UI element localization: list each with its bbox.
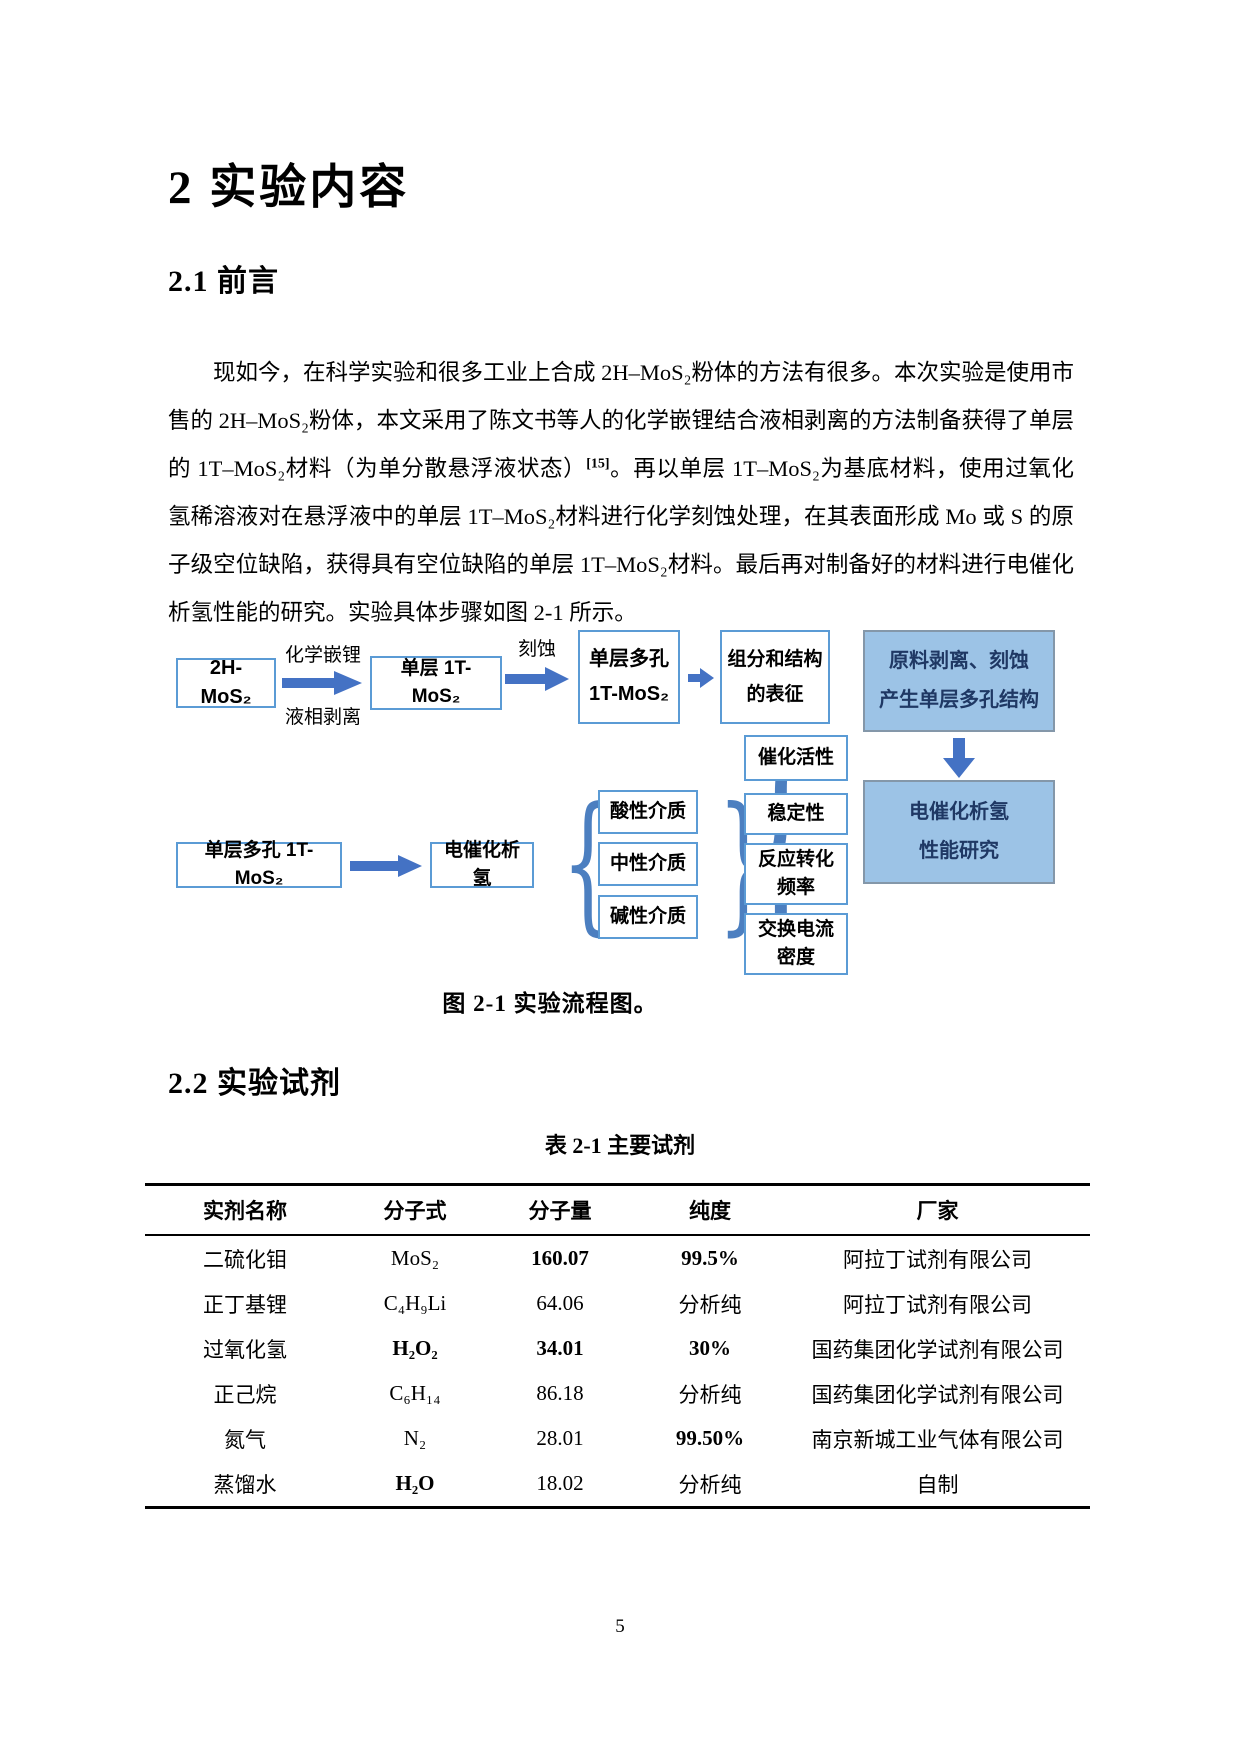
table-row: 氮气 N₂ 28.01 99.50% 南京新城工业气体有限公司 <box>145 1416 1090 1461</box>
table-row: 正己烷 C₆H₁₄ 86.18 分析纯 国药集团化学试剂有限公司 <box>145 1371 1090 1416</box>
table-header-row: 实剂名称 分子式 分子量 纯度 厂家 <box>145 1184 1090 1236</box>
table-cell: 28.01 <box>536 1426 584 1450</box>
arrow-label-liquid-exfoliation: 液相剥离 <box>284 707 361 728</box>
table-cell: 阿拉丁试剂有限公司 <box>843 1247 1032 1272</box>
flow-box-catalytic-activity: 催化活性 <box>744 735 848 781</box>
citation-superscript: [15] <box>586 456 610 471</box>
flow-box-porous-line2: 1T-MoS₂ <box>589 683 669 706</box>
table-cell: 阿拉丁试剂有限公司 <box>843 1292 1032 1317</box>
table-row: 二硫化钼 MoS₂ 160.07 99.5% 阿拉丁试剂有限公司 <box>145 1235 1090 1281</box>
reagent-table-header: 实剂名称 分子式 分子量 纯度 厂家 <box>145 1184 1090 1236</box>
flow-arrow-right-icon <box>350 855 422 877</box>
table-cell: 160.07 <box>531 1246 589 1270</box>
table-row: 正丁基锂 C₄H₉Li 64.06 分析纯 阿拉丁试剂有限公司 <box>145 1281 1090 1326</box>
flow-arrow-right-small-icon <box>688 668 714 688</box>
flow-box-stability: 稳定性 <box>744 793 848 835</box>
table-cell: 蒸馏水 <box>213 1472 277 1497</box>
paragraph-text: 现如今，在科学实验和很多工业上合成 2H–MoS₂粉体的方法有很多。本次实验是使… <box>168 359 1074 481</box>
flow-box-her-performance: 电催化析氢 性能研究 <box>863 780 1055 884</box>
table-cell: 国药集团化学试剂有限公司 <box>811 1337 1064 1362</box>
table-cell: C₄H₉Li <box>383 1291 447 1315</box>
flow-box-characterization-line1: 组分和结构 <box>727 648 823 670</box>
section-heading-2-2: 2.2 实验试剂 <box>168 1067 341 1100</box>
intro-paragraph: 现如今，在科学实验和很多工业上合成 2H–MoS₂粉体的方法有很多。本次实验是使… <box>168 349 1074 637</box>
table-cell: 氮气 <box>224 1427 266 1452</box>
experiment-flowchart: 2H-MoS₂ 化学嵌锂 液相剥离 单层 1T-MoS₂ 刻蚀 单层多孔 1T-… <box>168 628 1073 1028</box>
col-header-purity: 纯度 <box>635 1184 785 1236</box>
table-cell: N₂ <box>403 1426 427 1450</box>
col-header-molecular-weight: 分子量 <box>485 1184 635 1236</box>
table-cell: 国药集团化学试剂有限公司 <box>811 1382 1064 1407</box>
flow-box-exchange-current-density: 交换电流密度 <box>744 913 848 975</box>
section-heading-2-1: 2.1 前言 <box>168 265 279 298</box>
flow-arrow-down-icon <box>943 738 975 778</box>
table-cell: 30% <box>689 1336 731 1360</box>
table-cell: 分析纯 <box>678 1472 742 1497</box>
flow-box-her-performance-line1: 电催化析氢 <box>909 801 1009 823</box>
figure-caption: 图 2-1 实验流程图。 <box>442 991 658 1016</box>
flow-box-her-performance-line2: 性能研究 <box>919 840 999 862</box>
table-cell: 86.18 <box>536 1381 584 1405</box>
col-header-formula: 分子式 <box>345 1184 485 1236</box>
flow-box-monolayer-1t: 单层 1T-MoS₂ <box>370 656 502 710</box>
flow-box-alkaline-medium: 碱性介质 <box>598 895 698 939</box>
table-cell: 分析纯 <box>678 1382 742 1407</box>
table-cell: H₂O <box>395 1471 435 1495</box>
flow-box-porous-1t: 单层多孔 1T-MoS₂ <box>578 630 680 724</box>
table-cell: 分析纯 <box>678 1292 742 1317</box>
table-cell: 64.06 <box>536 1291 584 1315</box>
flow-arrow-right-icon <box>282 671 362 695</box>
flow-box-exfoliation-line2: 产生单层多孔结构 <box>879 688 1039 711</box>
table-cell: 二硫化钼 <box>203 1247 287 1272</box>
flow-box-2h-mos2: 2H-MoS₂ <box>176 657 276 708</box>
col-header-reagent-name: 实剂名称 <box>145 1184 345 1236</box>
table-cell: 99.50% <box>675 1426 745 1450</box>
flow-arrow-right-icon <box>505 667 569 691</box>
flow-box-exfoliation-line1: 原料剥离、刻蚀 <box>889 650 1029 673</box>
flow-box-porous-monolayer: 单层多孔 1T-MoS₂ <box>176 840 342 889</box>
table-row: 蒸馏水 H₂O 18.02 分析纯 自制 <box>145 1461 1090 1508</box>
flow-box-acidic-medium: 酸性介质 <box>598 790 698 834</box>
table-cell: MoS₂ <box>390 1246 440 1270</box>
col-header-manufacturer: 厂家 <box>785 1184 1090 1236</box>
table-cell: 过氧化氢 <box>203 1337 287 1362</box>
table-cell: 正丁基锂 <box>203 1292 287 1317</box>
table-cell: C₆H₁₄ <box>389 1381 441 1405</box>
arrow-label-etching: 刻蚀 <box>517 639 556 660</box>
page-number: 5 <box>615 1616 625 1637</box>
table-cell: H₂O₂ <box>392 1336 438 1360</box>
table-row: 过氧化氢 H₂O₂ 34.01 30% 国药集团化学试剂有限公司 <box>145 1326 1090 1371</box>
flow-box-neutral-medium: 中性介质 <box>598 842 698 886</box>
paragraph-text-continued: 。再以单层 1T–MoS₂为基底材料，使用过氧化氢稀溶液对在悬浮液中的单层 1T… <box>168 455 1075 625</box>
flow-box-turnover-frequency: 反应转化频率 <box>744 843 848 905</box>
table-cell: 自制 <box>916 1472 959 1497</box>
flow-box-characterization: 组分和结构 的表征 <box>720 630 830 724</box>
table-cell: 18.02 <box>536 1471 584 1495</box>
table-caption: 表 2-1 主要试剂 <box>544 1133 696 1158</box>
flow-box-exfoliation-etching: 原料剥离、刻蚀 产生单层多孔结构 <box>863 630 1055 732</box>
flow-box-porous-line1: 单层多孔 <box>589 647 669 670</box>
table-cell: 99.5% <box>681 1246 739 1270</box>
chapter-title: 2 实验内容 <box>168 162 410 214</box>
arrow-label-chemical-lithiation: 化学嵌锂 <box>284 645 361 666</box>
table-cell: 正己烷 <box>213 1382 277 1407</box>
reagent-table: 实剂名称 分子式 分子量 纯度 厂家 二硫化钼 MoS₂ 160.07 99.5% 阿拉… <box>145 1183 1090 1509</box>
flow-box-electrocatalytic-her: 电催化析氢 <box>430 840 534 889</box>
flow-box-characterization-line2: 的表征 <box>746 683 804 705</box>
table-cell: 34.01 <box>536 1336 584 1360</box>
table-cell: 南京新城工业气体有限公司 <box>811 1427 1064 1452</box>
